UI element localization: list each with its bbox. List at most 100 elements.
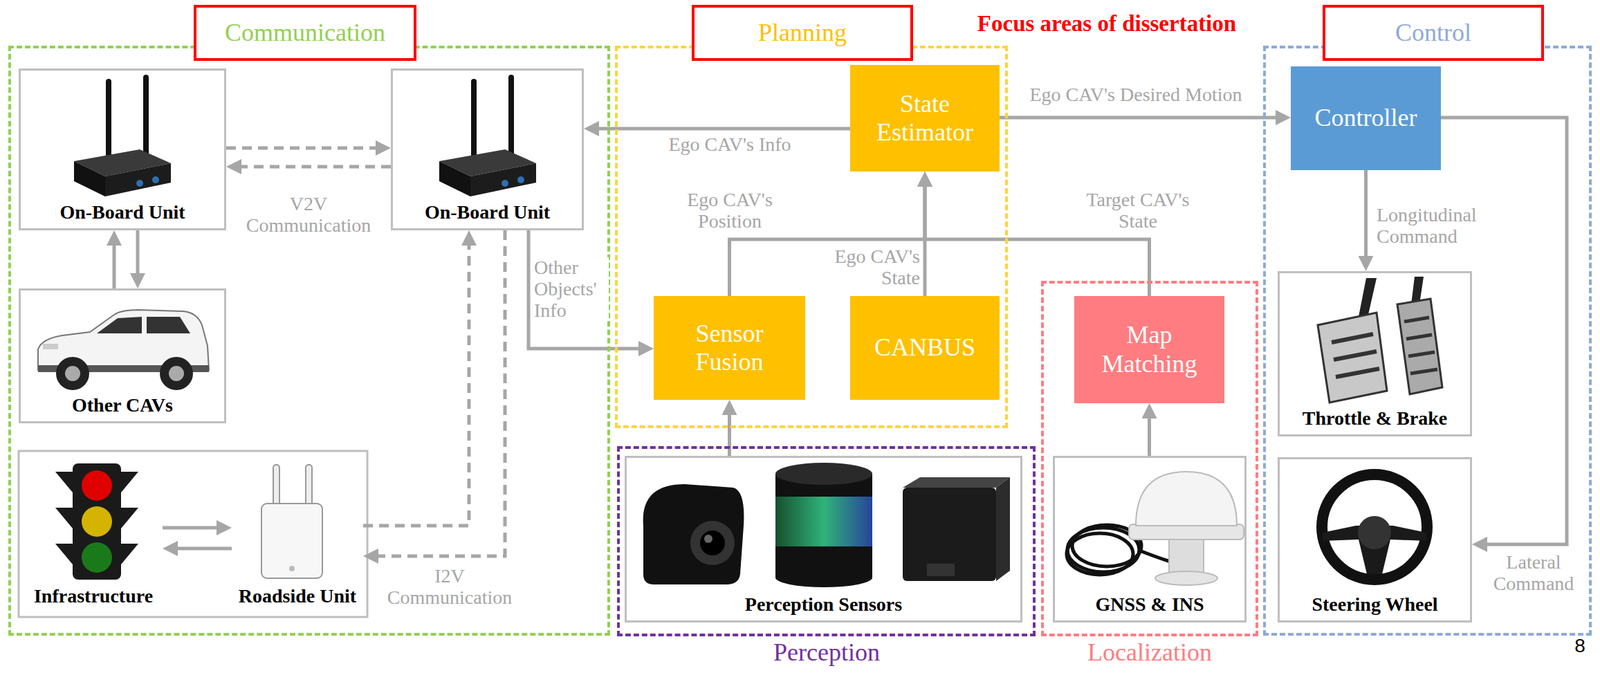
gnss-antenna-icon (1066, 533, 1134, 575)
picture-box: Throttle & Brake (1277, 271, 1473, 437)
region-heading: Localization (1045, 639, 1254, 667)
traffic-light-icon (81, 542, 113, 573)
gnss-antenna-icon (1155, 571, 1218, 586)
radar-icon (926, 563, 955, 577)
node-label: GNSS & INS (1095, 593, 1204, 616)
process-box: CANBUS (850, 296, 1000, 400)
radar-icon (902, 477, 1010, 488)
edge-label: Ego CAV's State (823, 246, 921, 290)
edge-label: I2V Communication (380, 565, 519, 609)
connector (1147, 410, 1152, 456)
pedal-icon (1404, 317, 1438, 374)
steering-wheel-icon (1321, 474, 1428, 580)
camera-icon (643, 484, 745, 585)
lidar-icon (775, 473, 873, 578)
picture-caption-box: Infrastructure (24, 457, 163, 613)
car-icon (38, 309, 209, 391)
connector (136, 230, 140, 282)
connector (729, 178, 926, 297)
node-label: Infrastructure (33, 585, 153, 608)
connector (162, 526, 225, 530)
process-box: State Estimator (850, 65, 1000, 172)
node-label: Other CAVs (71, 394, 173, 417)
car-icon (96, 316, 142, 334)
on-board-unit-icon (439, 74, 537, 197)
lidar-icon (775, 496, 873, 547)
node-label: Roadside Unit (238, 585, 357, 608)
process-box: Controller (1290, 66, 1441, 171)
traffic-light-icon (72, 463, 122, 580)
car-icon (146, 316, 191, 334)
edge-label: Longitudinal Command (1376, 204, 1498, 248)
traffic-light-icon (55, 463, 139, 580)
connector (924, 178, 1150, 297)
lidar-icon (775, 462, 873, 485)
steering-wheel-icon (1357, 516, 1392, 550)
region-panel: LocalizationMap MatchingGNSS & INS (1041, 280, 1259, 637)
pedal-icon (1397, 298, 1443, 395)
roadside-unit-icon (289, 565, 295, 572)
process-box: Map Matching (1074, 296, 1225, 404)
traffic-light-icon (55, 471, 73, 565)
region-heading: Planning (691, 4, 914, 61)
node-label: CANBUS (874, 333, 976, 362)
connector (370, 230, 505, 557)
picture-box: On-Board Unit (18, 68, 227, 231)
camera-icon (700, 530, 725, 556)
radar-icon (902, 487, 997, 582)
connector (112, 237, 117, 289)
roadside-unit-icon (261, 464, 323, 579)
gnss-antenna-icon (1066, 471, 1244, 586)
radar-icon (902, 477, 1010, 582)
connector (727, 406, 732, 456)
picture-box: GNSS & INS (1052, 455, 1247, 623)
edge-label: Ego CAV's Position (674, 189, 786, 233)
steering-wheel-icon (1321, 474, 1428, 580)
node-label: Perception Sensors (745, 593, 903, 616)
connector (233, 165, 391, 169)
picture-box: Steering Wheel (1277, 457, 1473, 623)
connector (999, 116, 1284, 120)
connector-group (114, 117, 1567, 557)
car-icon (159, 356, 193, 391)
region-panel: ControlControllerThrottle & BrakeSteerin… (1263, 45, 1592, 636)
car-icon (42, 343, 59, 350)
connector (363, 237, 470, 526)
region-heading: Control (1322, 4, 1544, 61)
traffic-light-icon (81, 506, 113, 537)
pedal-icon (1317, 276, 1443, 403)
edge-label: Lateral Command (1488, 552, 1579, 595)
picture-box: Other CAVs (18, 288, 227, 424)
picture-caption-box: Roadside Unit (231, 457, 364, 613)
gnss-antenna-icon (1137, 549, 1171, 562)
page-number: 8 (1567, 635, 1593, 658)
focus-note: Focus areas of dissertation (940, 11, 1273, 37)
connector (1440, 117, 1567, 545)
node-label: State Estimator (866, 89, 984, 148)
gnss-antenna-icon (1128, 524, 1244, 540)
radar-icon (996, 477, 1010, 582)
edge-label: V2V Communication (239, 193, 378, 237)
node-label: Throttle & Brake (1302, 407, 1448, 430)
lidar-icon (775, 567, 873, 588)
car-icon (168, 365, 185, 382)
gnss-antenna-icon (1169, 538, 1204, 577)
node-label: Controller (1315, 103, 1418, 133)
camera-icon (690, 520, 735, 566)
camera-icon (704, 534, 713, 544)
roadside-unit-icon (261, 503, 323, 579)
region-panel: CommunicationOn-Board UnitOther CAVsOn-B… (8, 45, 611, 636)
picture-box: Perception Sensors (624, 455, 1023, 623)
edge-label: Other Objects' Info (534, 257, 609, 321)
picture-box: On-Board Unit (390, 68, 584, 231)
connector (226, 146, 384, 151)
camera-icon (643, 484, 745, 585)
edge-label: Target CAV's State (1075, 189, 1201, 233)
connector (169, 547, 232, 551)
pedal-icon (1331, 334, 1380, 377)
on-board-unit-icon (74, 74, 171, 197)
